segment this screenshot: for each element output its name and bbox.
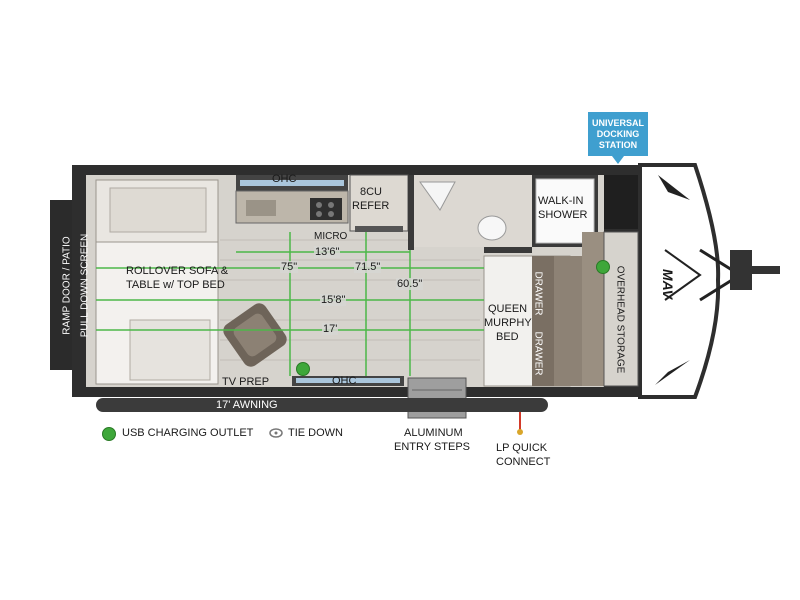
ohc-top-label: OHC — [272, 173, 297, 185]
measurement-13-6: 13'6" — [314, 246, 341, 258]
front-storage — [604, 175, 638, 229]
tie-down-icon — [269, 428, 283, 438]
lp-label-2: CONNECT — [496, 456, 551, 468]
awning-label: 17' AWNING — [216, 399, 278, 411]
overhead-storage-area — [603, 231, 639, 387]
steps-label-2: ENTRY STEPS — [394, 441, 471, 453]
table — [129, 319, 211, 381]
sofa-label-2: TABLE w/ TOP BED — [126, 279, 225, 291]
toilet — [477, 215, 507, 241]
ohc-top-light — [240, 180, 344, 186]
bed-label-2: MURPHY — [484, 317, 532, 329]
measurement-71-5: 71.5" — [354, 261, 382, 273]
ohc-bottom-light — [296, 378, 400, 383]
measurement-15-8: 15'8" — [320, 294, 347, 306]
front-cap — [638, 163, 721, 399]
ramp-door — [50, 200, 74, 370]
drawer-bottom-label: DRAWER — [532, 331, 544, 376]
bed-label-1: QUEEN — [488, 303, 528, 315]
bath-wall-bottom — [484, 247, 532, 253]
refer-label-1: 8CU — [360, 186, 383, 198]
bed-headboard — [554, 256, 582, 386]
sofa-cushion — [109, 187, 207, 233]
lp-connector — [517, 429, 523, 435]
usb-outlet-front — [596, 260, 610, 274]
micro-label: MICRO — [314, 231, 348, 242]
universal-docking-station-badge: UNIVERSAL DOCKING STATION — [588, 112, 648, 164]
overhead-storage-cabinet — [582, 232, 604, 386]
walkin-label-2: SHOWER — [538, 209, 588, 221]
steps-label-1: ALUMINUM — [404, 427, 463, 439]
jack — [730, 250, 752, 290]
ramp-door-label: RAMP DOOR / PATIO — [61, 236, 73, 335]
measurement-17: 17' — [322, 323, 339, 335]
bed-label-3: BED — [496, 331, 519, 343]
walkin-label-1: WALK-IN — [538, 195, 584, 207]
stove — [310, 198, 342, 220]
lp-label-1: LP QUICK — [496, 442, 548, 454]
usb-outlet-side — [296, 362, 310, 376]
badge-line-2: DOCKING — [596, 128, 640, 139]
tie-down-legend-label: TIE DOWN — [288, 427, 343, 439]
front-stripe-bottom — [655, 360, 690, 385]
drawer-column — [532, 256, 554, 386]
front-stripe-top — [658, 175, 690, 200]
drawer-top-label: DRAWER — [532, 271, 544, 316]
sofa-label-1: ROLLOVER SOFA & — [126, 265, 229, 277]
pull-down-screen-label: PULL DOWN SCREEN — [79, 233, 91, 338]
usb-legend-label: USB CHARGING OUTLET — [122, 427, 254, 439]
badge-line-3: STATION — [598, 139, 638, 150]
sink — [246, 200, 276, 216]
front-chevron — [664, 249, 702, 301]
measurement-60-5: 60.5" — [396, 278, 424, 290]
measurement-75: 75" — [280, 261, 299, 273]
awning: 17' AWNING — [96, 398, 548, 412]
tv-prep-label: TV PREP — [222, 376, 270, 388]
coupler — [752, 266, 780, 274]
ohc-bottom-label: OHC — [332, 375, 357, 387]
bath-sink — [419, 181, 456, 211]
bath-wall-left — [408, 175, 414, 250]
badge-line-1: UNIVERSAL — [591, 117, 644, 128]
brand-logo: MAV — [660, 268, 676, 300]
usb-legend-icon — [102, 427, 116, 441]
overhead-storage-label: OVERHEAD STORAGE — [614, 265, 626, 374]
refer-label-2: REFER — [352, 200, 390, 212]
recliner-chair — [223, 303, 287, 367]
